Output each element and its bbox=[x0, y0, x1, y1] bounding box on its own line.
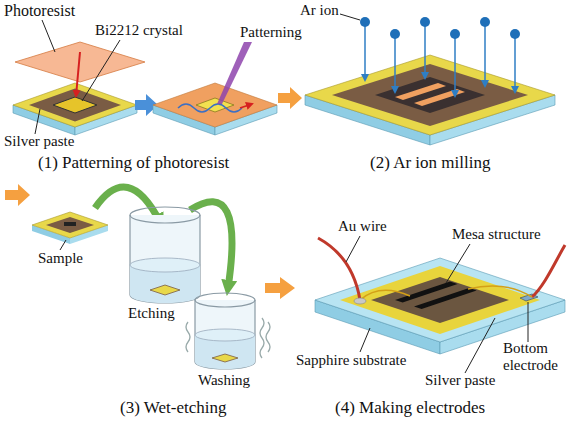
ar-ion-beam bbox=[360, 17, 520, 96]
part-label: Photoresist bbox=[4, 2, 75, 20]
step-caption: (4) Making electrodes bbox=[335, 398, 485, 418]
etching-beaker bbox=[130, 207, 200, 223]
patterned-chip bbox=[178, 104, 242, 112]
washing-beaker bbox=[212, 354, 238, 362]
part-label: Patterning bbox=[240, 24, 302, 41]
leader-line bbox=[42, 20, 55, 52]
step-arrow bbox=[265, 277, 295, 299]
photoresist-sheet bbox=[15, 42, 145, 96]
substrate-chip bbox=[29, 89, 121, 122]
step-arrow bbox=[5, 184, 30, 206]
photoresist-sheet bbox=[76, 52, 80, 96]
laser-beam bbox=[217, 42, 252, 104]
gold-wire bbox=[354, 298, 366, 304]
part-label: Washing bbox=[198, 372, 250, 389]
patterned-chip bbox=[153, 83, 277, 135]
milling-chip bbox=[305, 55, 555, 135]
leader-line bbox=[60, 240, 66, 250]
ar-ion-beam bbox=[484, 22, 486, 86]
part-label: Etching bbox=[128, 305, 175, 322]
sample-chip bbox=[32, 212, 108, 238]
washing-beaker bbox=[186, 293, 270, 369]
step-arrow bbox=[278, 87, 302, 109]
ar-ion-beam bbox=[510, 29, 520, 39]
gold-wire bbox=[318, 238, 565, 304]
gold-wire bbox=[360, 290, 410, 300]
part-label: Bottom electrode bbox=[503, 340, 567, 375]
leader-line bbox=[35, 14, 528, 373]
leader-line bbox=[360, 328, 370, 352]
part-label: Sapphire substrate bbox=[296, 352, 406, 369]
part-label: Mesa structure bbox=[452, 226, 541, 243]
etching-beaker bbox=[130, 215, 200, 303]
part-label: Au wire bbox=[338, 218, 387, 235]
etching-beaker bbox=[130, 207, 200, 303]
ar-ion-beam bbox=[424, 22, 426, 78]
part-label: Sample bbox=[38, 250, 83, 267]
step-arrow bbox=[265, 277, 295, 299]
step-arrow bbox=[5, 184, 30, 206]
sample-chip bbox=[32, 212, 108, 244]
device-chip bbox=[315, 258, 565, 342]
milling-chip bbox=[332, 64, 528, 126]
washing-beaker bbox=[260, 318, 264, 358]
leader-line bbox=[35, 109, 40, 134]
laser-beam bbox=[217, 42, 252, 104]
sample-chip bbox=[64, 222, 76, 226]
ar-ion-beam bbox=[450, 29, 460, 39]
substrate-chip bbox=[53, 97, 97, 113]
milling-chip bbox=[375, 77, 485, 113]
part-label: Silver paste bbox=[425, 372, 495, 389]
leader-line bbox=[82, 40, 120, 101]
washing-beaker bbox=[195, 300, 255, 369]
part-label: Ar ion bbox=[300, 2, 339, 19]
substrate-chip bbox=[13, 83, 137, 127]
leader-line bbox=[446, 244, 470, 283]
ar-ion-beam bbox=[454, 34, 456, 96]
leader-line bbox=[465, 318, 495, 373]
part-label: Bi2212 crystal bbox=[95, 22, 183, 39]
step-caption: (1) Patterning of photoresist bbox=[38, 153, 229, 173]
leader-line bbox=[340, 14, 360, 20]
leader-line bbox=[346, 236, 360, 262]
washing-beaker bbox=[266, 322, 270, 352]
washing-beaker bbox=[195, 329, 255, 341]
etching-beaker bbox=[130, 258, 200, 272]
sample-chip bbox=[46, 217, 94, 233]
etching-beaker bbox=[150, 285, 180, 295]
ar-ion-beam bbox=[420, 17, 430, 27]
washing-beaker bbox=[195, 293, 255, 307]
substrate-chip bbox=[13, 83, 137, 135]
ar-ion-beam bbox=[480, 17, 490, 27]
milling-chip bbox=[305, 55, 555, 145]
gold-wire bbox=[532, 245, 565, 297]
ar-ion-beam bbox=[364, 22, 366, 80]
ar-ion-beam bbox=[390, 29, 400, 39]
ar-ion-beam bbox=[360, 17, 370, 27]
step-caption: (2) Ar ion milling bbox=[370, 153, 490, 173]
ar-ion-beam bbox=[514, 34, 516, 92]
gold-wire bbox=[468, 286, 532, 297]
device-chip bbox=[414, 288, 477, 309]
device-chip bbox=[340, 266, 540, 334]
patterned-chip bbox=[240, 104, 252, 108]
milling-chip bbox=[414, 89, 465, 106]
leader-line bbox=[528, 302, 529, 342]
step-caption: (3) Wet-etching bbox=[120, 398, 226, 418]
patterned-chip bbox=[153, 83, 277, 127]
part-label: Silver paste bbox=[4, 133, 74, 150]
device-chip bbox=[371, 277, 509, 323]
step-arrow bbox=[278, 87, 302, 109]
ar-ion-beam bbox=[394, 34, 396, 92]
washing-beaker bbox=[186, 322, 190, 352]
